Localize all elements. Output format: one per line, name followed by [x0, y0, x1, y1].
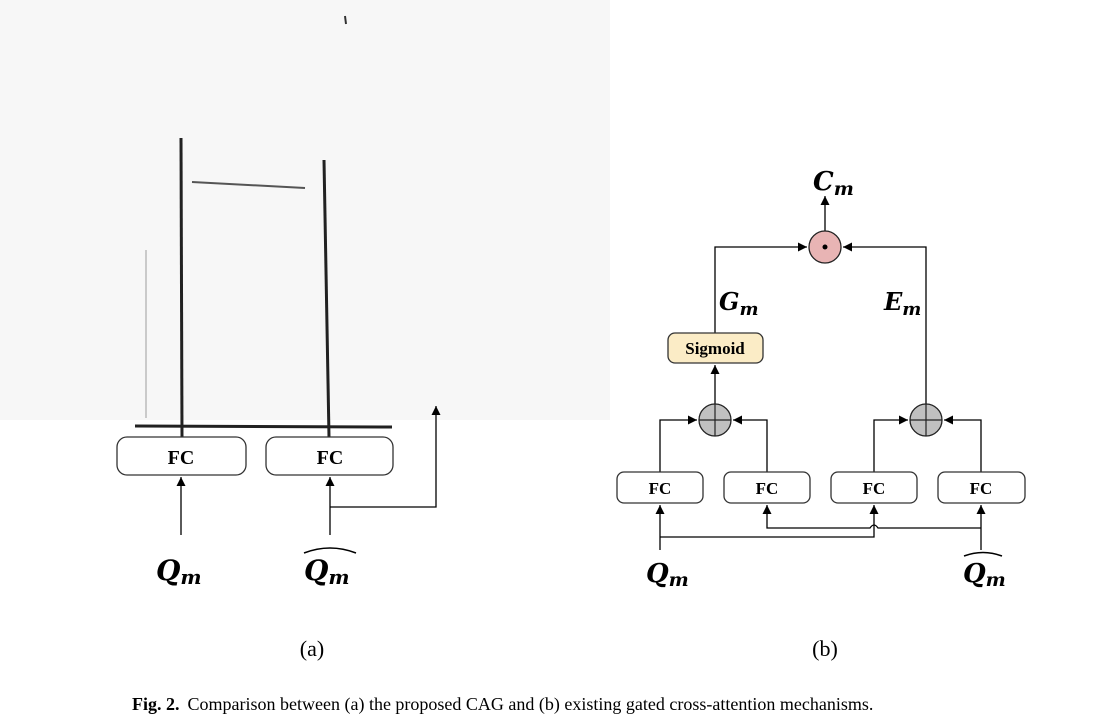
- fc3-to-add: [873, 415, 908, 472]
- qm-to-fc3: [660, 505, 879, 538]
- fc-box-1: [616, 471, 704, 504]
- hat-icon: [303, 547, 357, 554]
- fc-box-2: [723, 471, 811, 504]
- fc-label: FC: [168, 447, 195, 469]
- input-q-hat-m: Qm: [963, 559, 1006, 591]
- fc-box-4: [937, 471, 1026, 504]
- fc2-to-add: [733, 415, 768, 472]
- panel-a: FC FC Qm Qm: [116, 15, 441, 589]
- gate-g-m: Gm: [719, 287, 759, 320]
- add-node-left: [698, 403, 732, 437]
- fc1-to-add: [659, 415, 697, 472]
- figure-caption: Fig. 2.Comparison between (a) the propos…: [132, 694, 873, 715]
- fc-label: FC: [970, 479, 993, 498]
- add-node-right: [909, 403, 943, 437]
- fc-label: FC: [317, 447, 344, 469]
- gate-path: [714, 242, 807, 333]
- input-q-hat-m: Qm: [304, 554, 350, 589]
- sketch-mark: [344, 15, 347, 25]
- panel-a-label: (a): [300, 636, 324, 661]
- fc-box-3: [830, 471, 918, 504]
- sigmoid-label: Sigmoid: [685, 339, 745, 358]
- arrow-qhat-branch: [330, 406, 441, 508]
- input-q-m: Qm: [156, 554, 202, 589]
- input-q-m: Qm: [646, 559, 689, 591]
- sketch-line-horizontal: [134, 424, 393, 429]
- enhanced-path: [843, 242, 927, 404]
- fc-box-left: [116, 436, 247, 476]
- fc-box-right: [265, 436, 394, 476]
- qhat-to-fc2: [762, 505, 981, 529]
- fc-label: FC: [756, 479, 779, 498]
- sigmoid-box: [667, 332, 764, 364]
- fc4-to-add: [944, 415, 982, 472]
- hat-icon: [963, 551, 1003, 557]
- panel-b-label: (b): [812, 636, 838, 661]
- sketch-line-top: [191, 181, 306, 189]
- fc-label: FC: [649, 479, 672, 498]
- enhanced-e-m: Em: [883, 287, 921, 320]
- multiply-dot: [822, 244, 828, 250]
- fc-label: FC: [863, 479, 886, 498]
- panel-b: Cm Gm Em Sigmoid: [616, 167, 1026, 591]
- output-c-m: Cm: [813, 167, 854, 200]
- sketch-area: [0, 0, 610, 420]
- sketch-line-left: [179, 137, 184, 438]
- sketch-line-right: [322, 159, 331, 438]
